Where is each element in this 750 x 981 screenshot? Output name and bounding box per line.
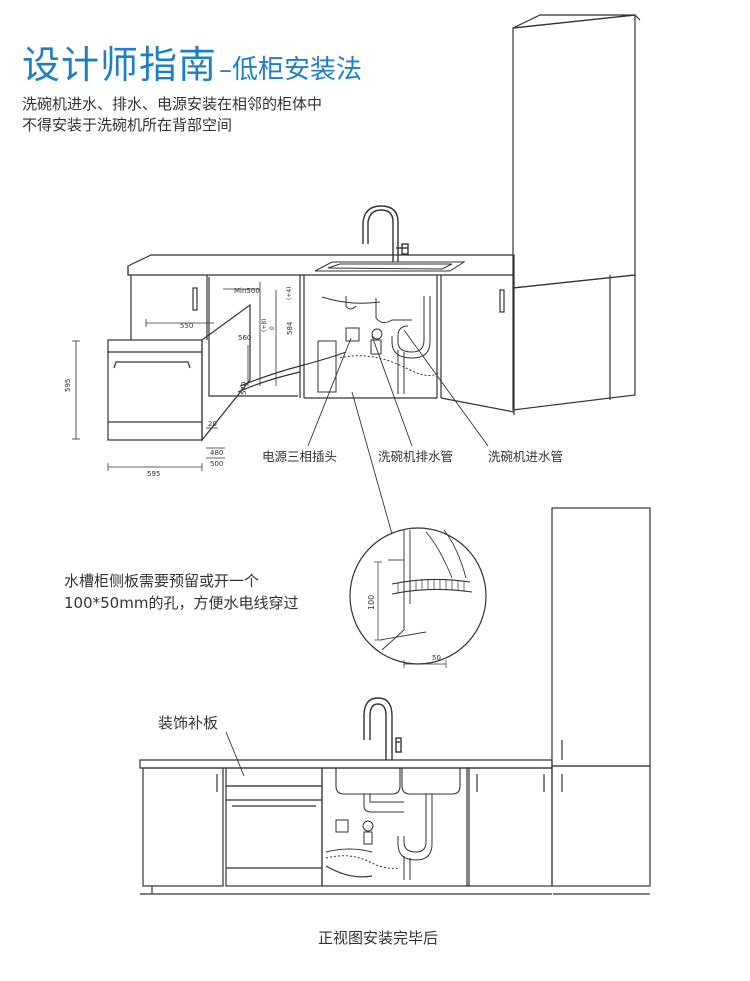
dim-500: 500 (210, 460, 223, 468)
callout-power-plug: 电源三相插头 (262, 449, 338, 464)
tall-cabinet-front (551, 507, 651, 895)
dim-tol-plus4: (+4) (286, 286, 293, 300)
front-view-scene (139, 507, 651, 895)
dim-depth-550: 550 (180, 322, 193, 330)
callout-leaders (307, 329, 489, 535)
sink (314, 261, 466, 272)
dim-width-595: 595 (147, 470, 160, 478)
dim-hole-width: 50 (432, 654, 441, 662)
dim-tol-zero: 0 (269, 326, 276, 330)
note-line-1: 水槽柜侧板需要预留或开一个 (64, 572, 260, 590)
side-hole-note: 水槽柜侧板需要预留或开一个 100*50mm的孔，方便水电线穿过 (64, 570, 298, 614)
dim-hole-height: 100 (367, 595, 376, 610)
deco-panel-leader (225, 731, 245, 777)
countertop-front (139, 759, 553, 769)
dim-tol-plus8: (+8) (261, 318, 268, 332)
dim-min-500: Min500 (234, 287, 260, 295)
base-cabinets (130, 275, 515, 415)
page-title: 设计师指南–低柜安装法 (22, 34, 362, 89)
dishwasher-unit (107, 303, 251, 442)
intro-line-1: 洗碗机进水、排水、电源安装在相邻的柜体中 (22, 95, 323, 113)
callout-drain-hose: 洗碗机排水管 (378, 449, 454, 464)
dim-480: 480 (210, 449, 223, 457)
countertop (127, 254, 515, 276)
dim-570: 570 (240, 382, 248, 395)
dim-560: 560 (238, 334, 251, 342)
callout-inlet-hose: 洗碗机进水管 (488, 449, 564, 464)
dim-height-595: 595 (64, 379, 72, 392)
intro-text: 洗碗机进水、排水、电源安装在相邻的柜体中 不得安装于洗碗机所在背部空间 (22, 94, 322, 136)
front-view-caption: 正视图安装完毕后 (318, 929, 439, 947)
top-kitchen-scene: 595 595 550 Min500 20 480 500 560 570 58… (64, 14, 641, 535)
front-plumbing (325, 794, 433, 880)
faucet (362, 205, 409, 262)
intro-line-2: 不得安装于洗碗机所在背部空间 (22, 116, 233, 134)
tall-cabinet (512, 14, 641, 411)
hose-detail (391, 578, 473, 595)
under-sink-plumbing (321, 296, 431, 394)
dim-20: 20 (208, 420, 217, 428)
title-subtitle: 低柜安装法 (232, 55, 363, 85)
deco-panel-label: 装饰补板 (158, 714, 219, 732)
note-line-2: 100*50mm的孔，方便水电线穿过 (64, 594, 299, 612)
title-main: 设计师指南 (22, 43, 218, 87)
side-panel-hole (237, 340, 441, 393)
dim-584: 584 (286, 321, 294, 335)
double-sink (335, 768, 461, 795)
dishwasher-front (225, 785, 323, 887)
title-dash: – (219, 55, 233, 85)
detail-magnifier: 100 50 (349, 527, 487, 668)
faucet-front (363, 697, 402, 760)
top-dimension-lines (72, 282, 277, 471)
